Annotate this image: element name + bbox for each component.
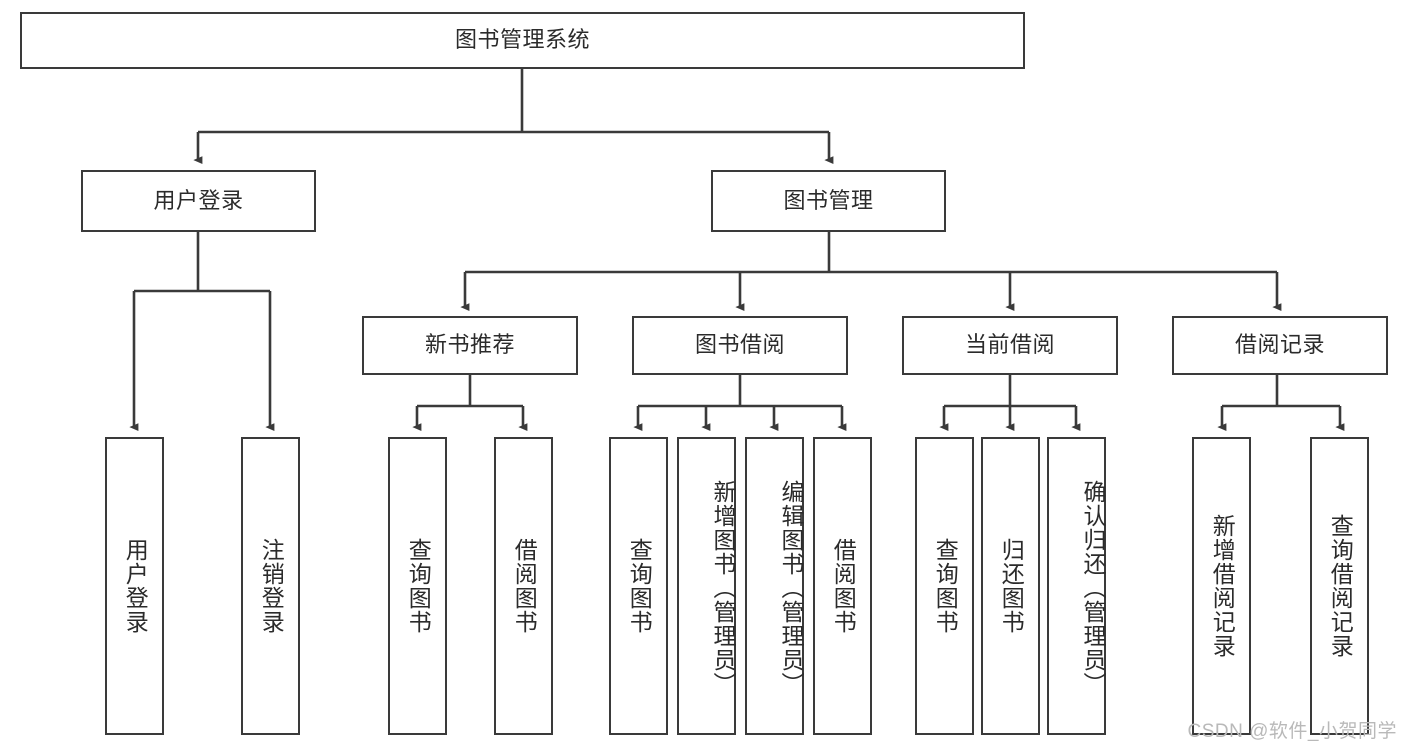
node-user-login[interactable]: 用户登录 xyxy=(81,170,316,232)
leaf-user-login-signin[interactable]: 用户登录 xyxy=(105,437,164,735)
node-borrow-record[interactable]: 借阅记录 xyxy=(1172,316,1388,375)
node-label: 借阅图书 xyxy=(830,538,857,634)
leaf-book-borrow-add-book-admin[interactable]: 新增图书（管理员） xyxy=(677,437,736,735)
node-label: 用户登录 xyxy=(153,187,244,213)
node-label: 图书借阅 xyxy=(694,332,785,358)
leaf-new-book-query-book[interactable]: 查询图书 xyxy=(388,437,447,735)
node-label: 归还图书 xyxy=(998,538,1025,634)
leaf-borrow-record-query-record[interactable]: 查询借阅记录 xyxy=(1310,437,1369,735)
node-label: 查询图书 xyxy=(405,538,432,634)
node-label: 新书推荐 xyxy=(424,332,515,358)
leaf-book-borrow-query-book[interactable]: 查询图书 xyxy=(609,437,668,735)
watermark-text: CSDN @软件_小贺同学 xyxy=(1187,721,1397,742)
leaf-book-borrow-borrow-book[interactable]: 借阅图书 xyxy=(813,437,872,735)
node-label: 新增借阅记录 xyxy=(1209,514,1236,658)
leaf-current-borrow-confirm-return-admin[interactable]: 确认归还（管理员） xyxy=(1047,437,1106,735)
leaf-current-borrow-return-book[interactable]: 归还图书 xyxy=(981,437,1040,735)
node-label: 图书管理系统 xyxy=(454,27,590,53)
node-label: 查询借阅记录 xyxy=(1327,514,1354,658)
node-label: 查询图书 xyxy=(626,538,653,634)
node-label: 用户登录 xyxy=(122,538,149,634)
node-label: 确认归还（管理员） xyxy=(1080,480,1106,696)
node-book-borrow[interactable]: 图书借阅 xyxy=(632,316,848,375)
node-book-management[interactable]: 图书管理 xyxy=(711,170,946,232)
node-label: 编辑图书（管理员） xyxy=(778,480,804,696)
node-label: 借阅图书 xyxy=(511,538,538,634)
leaf-borrow-record-add-record[interactable]: 新增借阅记录 xyxy=(1192,437,1251,735)
leaf-current-borrow-query-book[interactable]: 查询图书 xyxy=(915,437,974,735)
node-root-book-management-system[interactable]: 图书管理系统 xyxy=(20,12,1025,69)
node-label: 注销登录 xyxy=(258,538,285,634)
node-label: 借阅记录 xyxy=(1234,332,1325,358)
node-label: 新增图书（管理员） xyxy=(710,480,736,696)
node-label: 图书管理 xyxy=(783,187,874,213)
node-new-book-recommend[interactable]: 新书推荐 xyxy=(362,316,578,375)
node-label: 查询图书 xyxy=(932,538,959,634)
node-label: 当前借阅 xyxy=(964,332,1055,358)
leaf-user-login-signout[interactable]: 注销登录 xyxy=(241,437,300,735)
leaf-book-borrow-edit-book-admin[interactable]: 编辑图书（管理员） xyxy=(745,437,804,735)
leaf-new-book-borrow-book[interactable]: 借阅图书 xyxy=(494,437,553,735)
node-current-borrow[interactable]: 当前借阅 xyxy=(902,316,1118,375)
